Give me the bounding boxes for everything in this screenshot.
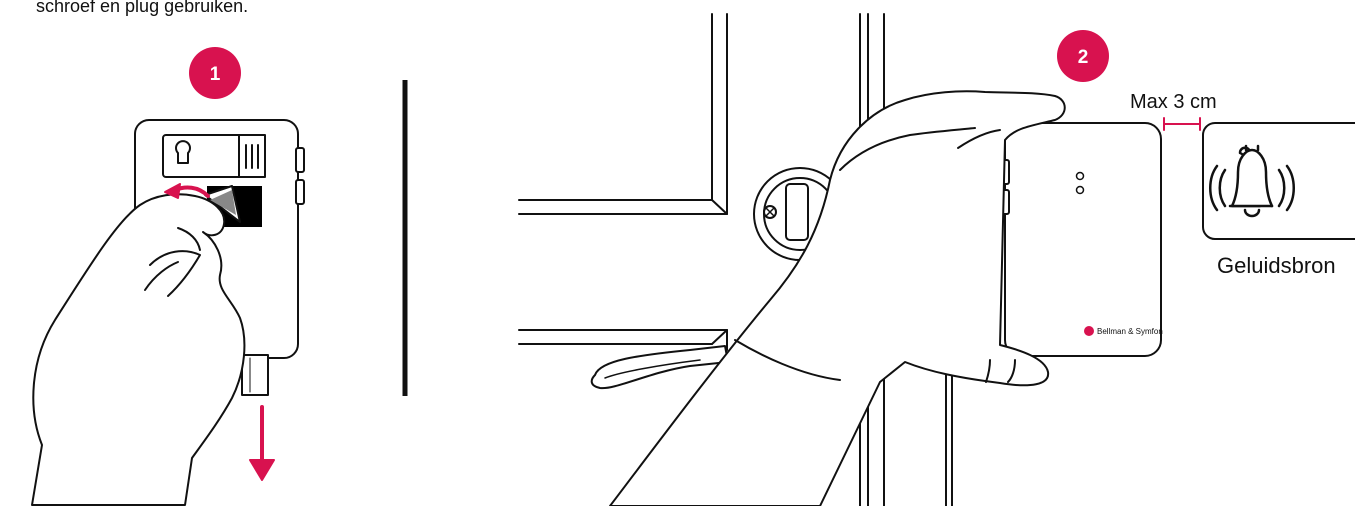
brand-logo-icon: [1084, 326, 1094, 336]
step-1-number: 1: [210, 64, 221, 85]
keyhole-icon: [176, 141, 190, 163]
step-2-panel: 2 Bellman & Symfon Max 3 cm: [519, 14, 1355, 506]
step-1-badge: 1: [189, 47, 241, 99]
distance-label: Max 3 cm: [1130, 91, 1217, 113]
step-2-number: 2: [1078, 47, 1089, 68]
transmitter-device: Bellman & Symfon: [1001, 123, 1163, 356]
sound-source: Geluidsbron: [1203, 123, 1355, 278]
step-2-badge: 2: [1057, 30, 1109, 82]
step-1-panel: 1: [32, 47, 304, 505]
hand-right: [610, 91, 1065, 506]
sound-source-label: Geluidsbron: [1217, 253, 1336, 278]
brand-text: Bellman & Symfon: [1097, 327, 1163, 336]
hand-left: [32, 194, 244, 505]
pull-down-arrow-icon: [250, 407, 274, 480]
